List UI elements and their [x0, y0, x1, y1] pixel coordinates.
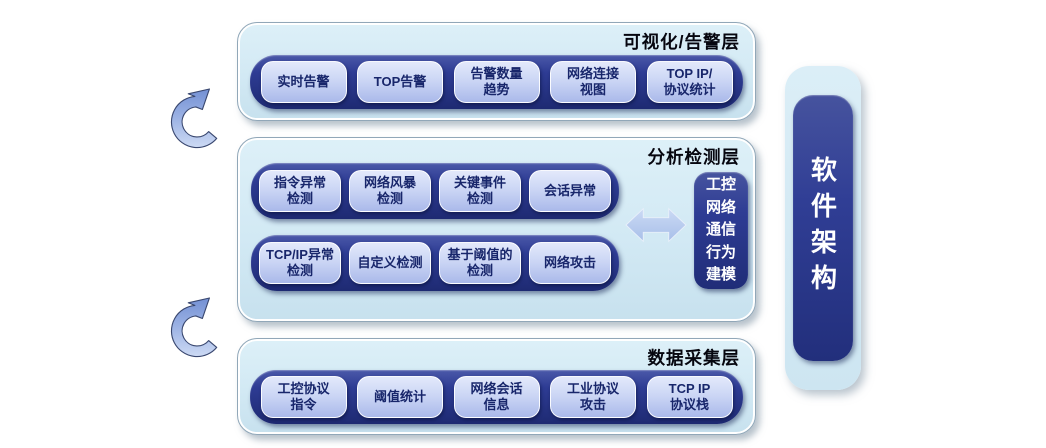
software-architecture-banner-inner: 软件架构: [793, 95, 853, 361]
diagram-pill: 告警数量 趋势: [453, 61, 540, 103]
diagram-pill: 阈值统计: [357, 376, 443, 418]
diagram-pill: 会话异常: [529, 170, 611, 212]
diagram-pill: 基于阈值的 检测: [439, 242, 521, 284]
pill-bar: 指令异常 检测 网络风暴 检测 关键事件 检测 会话异常: [251, 163, 619, 219]
diagram-pill: 工业协议 攻击: [550, 376, 636, 418]
software-architecture-banner: 软件架构: [785, 66, 861, 390]
diagram-pill: 网络风暴 检测: [349, 170, 431, 212]
curved-arrow-icon: [170, 88, 218, 149]
pill-bar: TCP/IP异常 检测 自定义检测 基于阈值的 检测 网络攻击: [251, 235, 619, 291]
diagram-pill: 实时告警: [260, 61, 347, 103]
comm-behavior-model-box: 工控 网络 通信 行为 建模: [694, 172, 748, 289]
layer-title: 可视化/告警层: [623, 32, 740, 52]
diagram-pill: 网络连接 视图: [550, 61, 636, 103]
layer-visualization-alert: 可视化/告警层 实时告警 TOP告警 告警数量 趋势 网络连接 视图 TOP I…: [237, 22, 756, 121]
diagram-pill: 网络攻击: [529, 242, 611, 284]
diagram-pill: 自定义检测: [349, 242, 431, 284]
diagram-pill: 指令异常 检测: [259, 170, 341, 212]
layer-data-collection: 数据采集层 工控协议 指令 阈值统计 网络会话 信息 工业协议 攻击 TCP I…: [237, 338, 756, 435]
diagram-pill: TCP IP 协议栈: [646, 376, 733, 418]
software-architecture-label: 软件架构: [807, 156, 838, 300]
diagram-pill: 关键事件 检测: [439, 170, 521, 212]
curved-arrow-icon: [170, 297, 218, 358]
pill-bar: 实时告警 TOP告警 告警数量 趋势 网络连接 视图 TOP IP/ 协议统计: [250, 55, 743, 109]
diagram-pill: 网络会话 信息: [453, 376, 540, 418]
diagram-pill: TOP告警: [357, 61, 443, 103]
diagram-pill: TOP IP/ 协议统计: [646, 61, 733, 103]
layer-title: 分析检测层: [647, 147, 740, 167]
pill-bar: 工控协议 指令 阈值统计 网络会话 信息 工业协议 攻击 TCP IP 协议栈: [250, 370, 743, 424]
diagram-pill: TCP/IP异常 检测: [259, 242, 341, 284]
double-arrow-icon: [625, 207, 687, 243]
diagram-pill: 工控协议 指令: [260, 376, 347, 418]
layer-title: 数据采集层: [647, 348, 740, 368]
